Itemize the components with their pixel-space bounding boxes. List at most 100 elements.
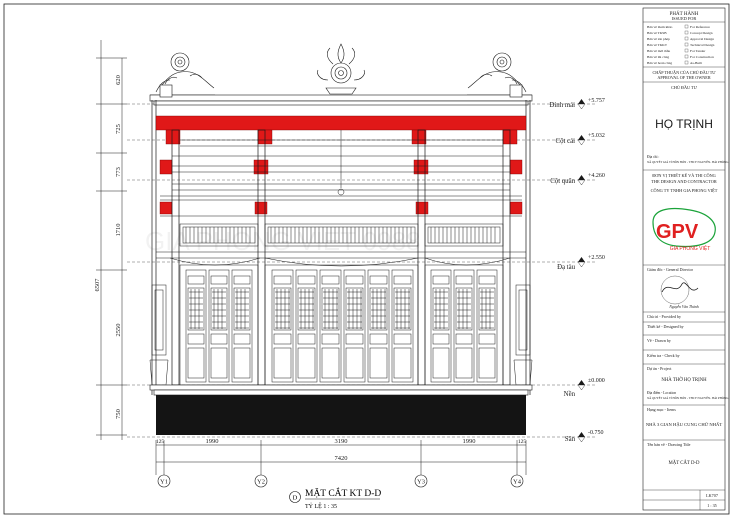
release-title: PHÁT HÀNH: [670, 11, 699, 17]
dim-2550: 2550: [115, 324, 122, 337]
axis-y1: Y1: [157, 474, 171, 488]
vertical-dimension-chain: [96, 40, 127, 440]
level-marker-nen: Nền ±0.000: [564, 378, 605, 398]
foundation-block: [156, 395, 526, 435]
door-leaf: [391, 269, 414, 383]
beam-block: [509, 201, 523, 215]
level-value: +4.260: [588, 173, 605, 179]
horizontal-dimension-chain: [155, 440, 527, 475]
address-label: Địa chỉ :: [647, 155, 659, 159]
item-name: NHÀ 3 GIAN HẬU CUNG CHỮ NHẤT: [646, 422, 722, 427]
level-value: -0.750: [588, 430, 604, 436]
door-leaf: [319, 269, 342, 383]
door-leaf: [453, 269, 475, 383]
level-marker-san: Sân -0.750: [565, 430, 604, 443]
release-row-vi: Bản vẽ mời thầu: [647, 49, 670, 53]
release-subtitle: ISSUED FOR: [672, 16, 697, 21]
owner-name: HỌ TRỊNH: [655, 117, 713, 131]
level-name: Sân: [565, 436, 576, 443]
owner-label: CHỦ ĐẦU TƯ: [671, 85, 697, 90]
axis-label: Y3: [417, 479, 425, 486]
release-row: Bản vẽ mời thầu For Tender: [647, 48, 706, 53]
release-row-vi: Bản vẽ TKKT: [647, 43, 668, 47]
checkbox-icon: [684, 36, 689, 41]
provided-label: Chủ trì - Provided by: [647, 314, 681, 319]
sheet-code: LK707: [706, 493, 718, 498]
signature-stamp: Nguyễn Văn Thành: [660, 275, 699, 309]
project-label: Dự án - Project: [647, 366, 672, 371]
project-name: NHÀ THỜ HỌ TRỊNH: [661, 377, 707, 383]
drawing-scale: TỶ LỆ 1 : 35: [305, 502, 337, 510]
logo-text: GPV: [656, 221, 699, 243]
lattice-panel: [264, 223, 419, 247]
door-leaf: [231, 269, 253, 383]
release-row-en: For Construction: [690, 55, 714, 59]
beam-bracket: [165, 129, 181, 145]
gpv-logo: GPV GIA PHONG VIỆT: [652, 207, 716, 252]
axis-y2: Y2: [254, 474, 268, 488]
checkbox-icon: [684, 42, 689, 47]
axis-y3: Y3: [414, 474, 428, 488]
dim-h-1990-right: 1990: [463, 438, 476, 445]
door-leaf: [295, 269, 318, 383]
dim-h-total: 7420: [335, 455, 348, 462]
release-row-en: Approval Design: [690, 37, 714, 41]
dim-h-1990-left: 1990: [206, 438, 219, 445]
section-marker-circle: [289, 491, 301, 503]
approval-vi: CHẤP THUẬN CỦA CHỦ ĐẦU TƯ: [652, 70, 716, 75]
level-marker-da-tau: Đạ tàu +2.550: [557, 255, 605, 271]
location-text: XÃ QUYẾT GIÁ TỈ HỒN HÓN - THCY NGUYÊN- H…: [647, 395, 729, 400]
level-name: Cột quân: [550, 178, 575, 185]
level-marker-dinh-mai: Đỉnh mái +5.757: [550, 98, 605, 110]
main-tie-beam: [155, 115, 527, 131]
level-value: +2.550: [588, 255, 605, 261]
approval-en: APPROVAL OF THE OWNER: [657, 75, 711, 80]
company-name: CÔNG TY TNHH GIA PHONG VIỆT: [651, 188, 718, 193]
level-marker-cot-cai: Cột cái +5.032: [556, 133, 605, 146]
beam-block: [413, 159, 429, 175]
level-name: Cột cái: [556, 138, 576, 145]
level-value: +5.757: [588, 98, 605, 104]
beam-block: [509, 159, 523, 175]
level-marker-cot-quan: Cột quân +4.260: [550, 173, 605, 186]
dim-773: 773: [115, 167, 122, 177]
door-leaf: [476, 269, 498, 383]
dim-total-height: 6507: [94, 278, 101, 292]
dim-1710: 1710: [115, 224, 122, 237]
release-row-en: Concept Design: [690, 31, 713, 35]
sheet-frame: [3, 3, 730, 515]
lattice-panels: [179, 223, 504, 247]
address-text: XÃ QUYẾT GIÁ TỈ HỒN HÓN - THCY NGUYÊN- H…: [647, 159, 729, 164]
door-leaf: [367, 269, 390, 383]
drawing-title-label: Tên bản vẽ - Drawing Title: [647, 442, 691, 447]
lattice-panel: [179, 223, 259, 247]
section-marker-letter: D: [293, 495, 298, 502]
level-value: ±0.000: [588, 378, 605, 384]
axis-label: Y1: [160, 479, 168, 486]
dim-620: 620: [115, 75, 122, 85]
drawn-label: Vẽ - Drawn by: [647, 338, 671, 343]
release-row-vi: Bản vẽ tham khảo: [647, 25, 673, 29]
axis-label: Y4: [513, 479, 522, 486]
beam-block: [159, 159, 173, 175]
release-row-vi: Bản vẽ hoàn công: [647, 61, 672, 65]
checkbox-icon: [684, 24, 689, 29]
axis-bubbles: Y1 Y2 Y3 Y4: [157, 474, 524, 488]
dim-h-125-left: 125: [156, 439, 165, 445]
level-name: Đạ tàu: [557, 264, 576, 271]
door-leaf: [271, 269, 294, 383]
level-name: Nền: [564, 391, 576, 398]
location-label: Địa điểm - Location: [647, 390, 676, 395]
door-leaf: [185, 269, 207, 383]
release-row-vi: Bản vẽ thi công: [647, 55, 669, 59]
door-leaf: [208, 269, 230, 383]
drawing-title-tb: MẶT CẮT D-D: [668, 459, 700, 466]
drawing-title-block: D MẶT CẮT KT D-D TỶ LỆ 1 : 35: [289, 486, 381, 510]
logo-subtext: GIA PHONG VIỆT: [670, 244, 711, 252]
release-row-en: Technical Design: [690, 43, 715, 47]
red-beams: [155, 115, 527, 215]
release-row-en: For Tender: [690, 49, 706, 53]
